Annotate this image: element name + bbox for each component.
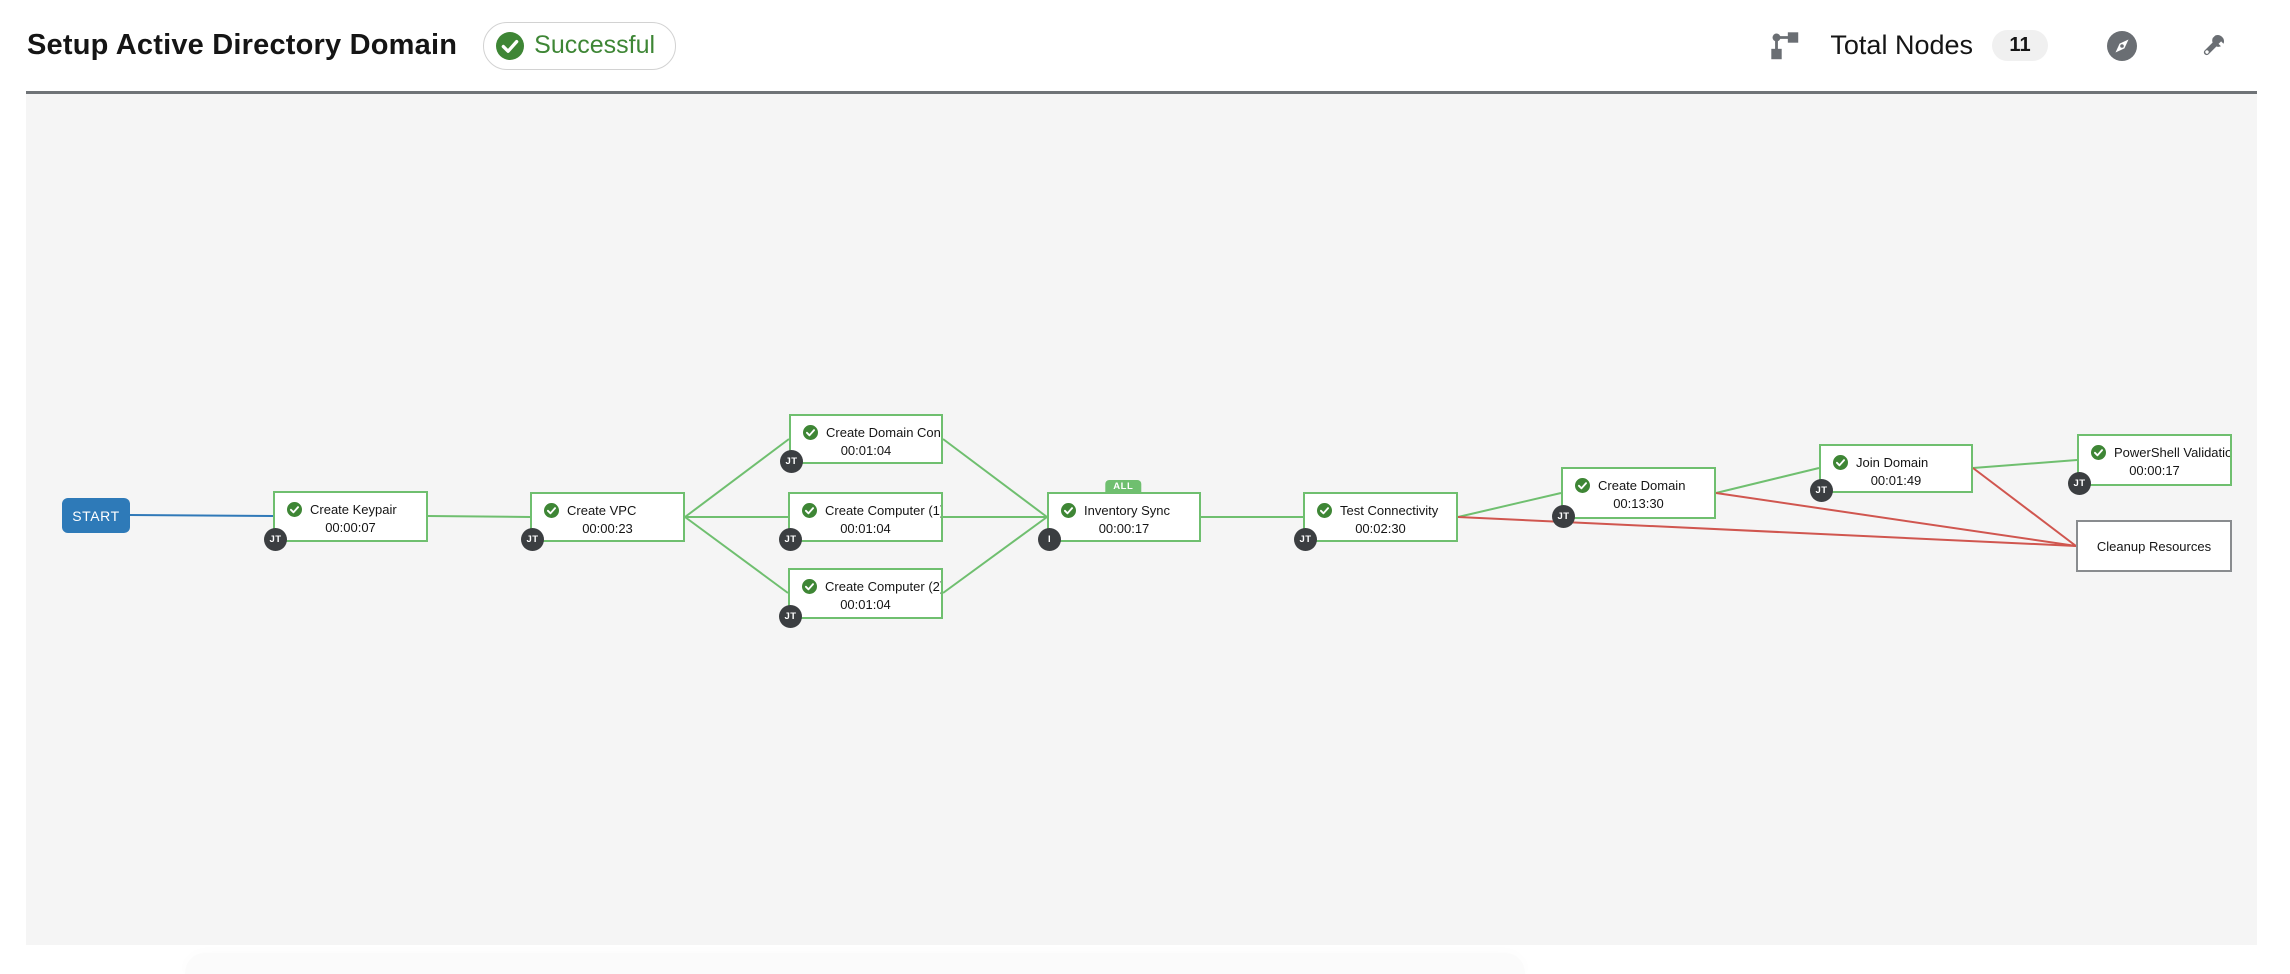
workflow-start-node[interactable]: START: [62, 498, 130, 533]
node-success-check-icon: [544, 503, 559, 518]
header: Setup Active Directory Domain Successful: [0, 0, 2290, 91]
node-elapsed-time: 00:00:07: [325, 520, 376, 535]
header-divider: [26, 91, 2257, 94]
node-title-row: Create Domain: [1563, 469, 1714, 493]
wrench-icon: [2196, 29, 2230, 63]
page-title: Setup Active Directory Domain: [27, 29, 458, 61]
bottom-sheet-peek: [185, 953, 1525, 974]
node-label: Test Connectivity: [1340, 503, 1439, 518]
node-label: Create Keypair: [310, 502, 397, 517]
edge-create-computer-2-to-inventory-sync: [942, 516, 1048, 594]
job-template-badge: JT: [779, 605, 802, 628]
node-elapsed-time: 00:00:23: [582, 521, 633, 536]
node-success-check-icon: [1575, 478, 1590, 493]
node-elapsed-time: 00:13:30: [1613, 496, 1664, 511]
legend-button[interactable]: [2106, 30, 2138, 62]
edge-create-keypair-to-create-vpc: [427, 515, 531, 518]
node-success-check-icon: [803, 425, 818, 440]
job-template-badge: JT: [264, 528, 287, 551]
success-check-icon: [496, 31, 525, 60]
node-success-check-icon: [1833, 455, 1848, 470]
inventory-source-badge: I: [1038, 528, 1061, 551]
convergence-all-tag: ALL: [1105, 480, 1142, 494]
topology-icon: [1768, 29, 1802, 63]
node-label: Create Computer (2): [825, 579, 941, 594]
node-elapsed-time: 00:01:04: [840, 521, 891, 536]
job-template-badge: JT: [1810, 479, 1833, 502]
node-label: Create VPC: [567, 503, 637, 518]
edge-test-connectivity-to-create-domain: [1457, 492, 1562, 518]
node-success-check-icon: [2091, 445, 2106, 460]
edge-create-vpc-to-create-domain-controller: [684, 438, 790, 518]
node-title-row: Create Domain Contr...: [791, 416, 941, 440]
edge-create-domain-to-cleanup-resources: [1715, 492, 2077, 547]
node-title-row: Test Connectivity: [1305, 494, 1456, 518]
node-label: Create Computer (1): [825, 503, 941, 518]
node-title-row: PowerShell Validation: [2079, 436, 2230, 460]
edge-create-vpc-to-create-computer-2: [684, 516, 789, 594]
node-elapsed-time: 00:00:17: [1098, 521, 1150, 536]
node-success-check-icon: [1061, 503, 1076, 518]
node-elapsed-time: 00:01:49: [1870, 473, 1922, 488]
node-elapsed-time: 00:01:04: [840, 443, 892, 458]
node-elapsed-time: 00:01:04: [840, 597, 891, 612]
node-success-check-icon: [802, 579, 817, 594]
edge-create-domain-to-join-domain: [1715, 467, 1820, 494]
node-label: PowerShell Validation: [2114, 445, 2230, 460]
node-title-row: Inventory Sync: [1049, 494, 1199, 518]
node-success-check-icon: [287, 502, 302, 517]
job-template-badge: JT: [2068, 472, 2091, 495]
job-template-badge: JT: [1294, 528, 1317, 551]
workflow-node-create-domain-controller[interactable]: Create Domain Contr... 00:01:04 JT: [780, 414, 943, 473]
node-title-row: Create Computer (2): [790, 570, 941, 594]
edge-join-domain-to-cleanup-resources: [1972, 467, 2077, 547]
workflow-node-cleanup-resources[interactable]: Cleanup Resources: [2076, 520, 2232, 572]
tools-button[interactable]: [2196, 29, 2230, 63]
node-title-row: Create Computer (1): [790, 494, 941, 518]
job-template-badge: JT: [1552, 505, 1575, 528]
edge-create-domain-controller-to-inventory-sync: [942, 438, 1048, 518]
edge-start-to-create-keypair: [129, 514, 274, 517]
job-template-badge: JT: [780, 450, 803, 473]
total-nodes-count: 11: [1992, 30, 2048, 61]
node-success-check-icon: [1317, 503, 1332, 518]
workflow-node-create-computer-1[interactable]: Create Computer (1) 00:01:04 JT: [779, 492, 943, 551]
node-success-check-icon: [802, 503, 817, 518]
total-nodes-label: Total Nodes: [1830, 30, 1973, 60]
node-label: Join Domain: [1856, 455, 1929, 470]
node-title-row: Create VPC: [532, 494, 683, 518]
node-label: Create Domain: [1598, 478, 1686, 493]
node-title-row: Join Domain: [1821, 446, 1971, 470]
workflow-node-create-vpc[interactable]: Create VPC 00:00:23 JT: [521, 492, 685, 551]
status-badge-label: Successful: [534, 31, 656, 59]
workflow-node-test-connectivity[interactable]: Test Connectivity 00:02:30 JT: [1294, 492, 1458, 551]
compass-icon: [2106, 30, 2138, 62]
node-title-row: Create Keypair: [275, 493, 426, 517]
workflow-node-inventory-sync[interactable]: ALL Inventory Sync 00:00:17 I: [1038, 480, 1201, 551]
job-template-badge: JT: [521, 528, 544, 551]
node-elapsed-time: 00:00:17: [2129, 463, 2180, 478]
node-label: Cleanup Resources: [2096, 538, 2212, 554]
workflow-edges: [129, 438, 2078, 594]
node-label: Inventory Sync: [1084, 503, 1170, 518]
node-label: Create Domain Contr...: [826, 425, 941, 440]
job-template-badge: JT: [779, 528, 802, 551]
status-badge: Successful: [483, 21, 677, 70]
header-right-toolbar: Total Nodes 11: [1768, 29, 2230, 63]
workflow-node-join-domain[interactable]: Join Domain 00:01:49 JT: [1810, 444, 1973, 502]
edge-join-domain-to-powershell-validation: [1972, 459, 2078, 469]
node-elapsed-time: 00:02:30: [1355, 521, 1406, 536]
